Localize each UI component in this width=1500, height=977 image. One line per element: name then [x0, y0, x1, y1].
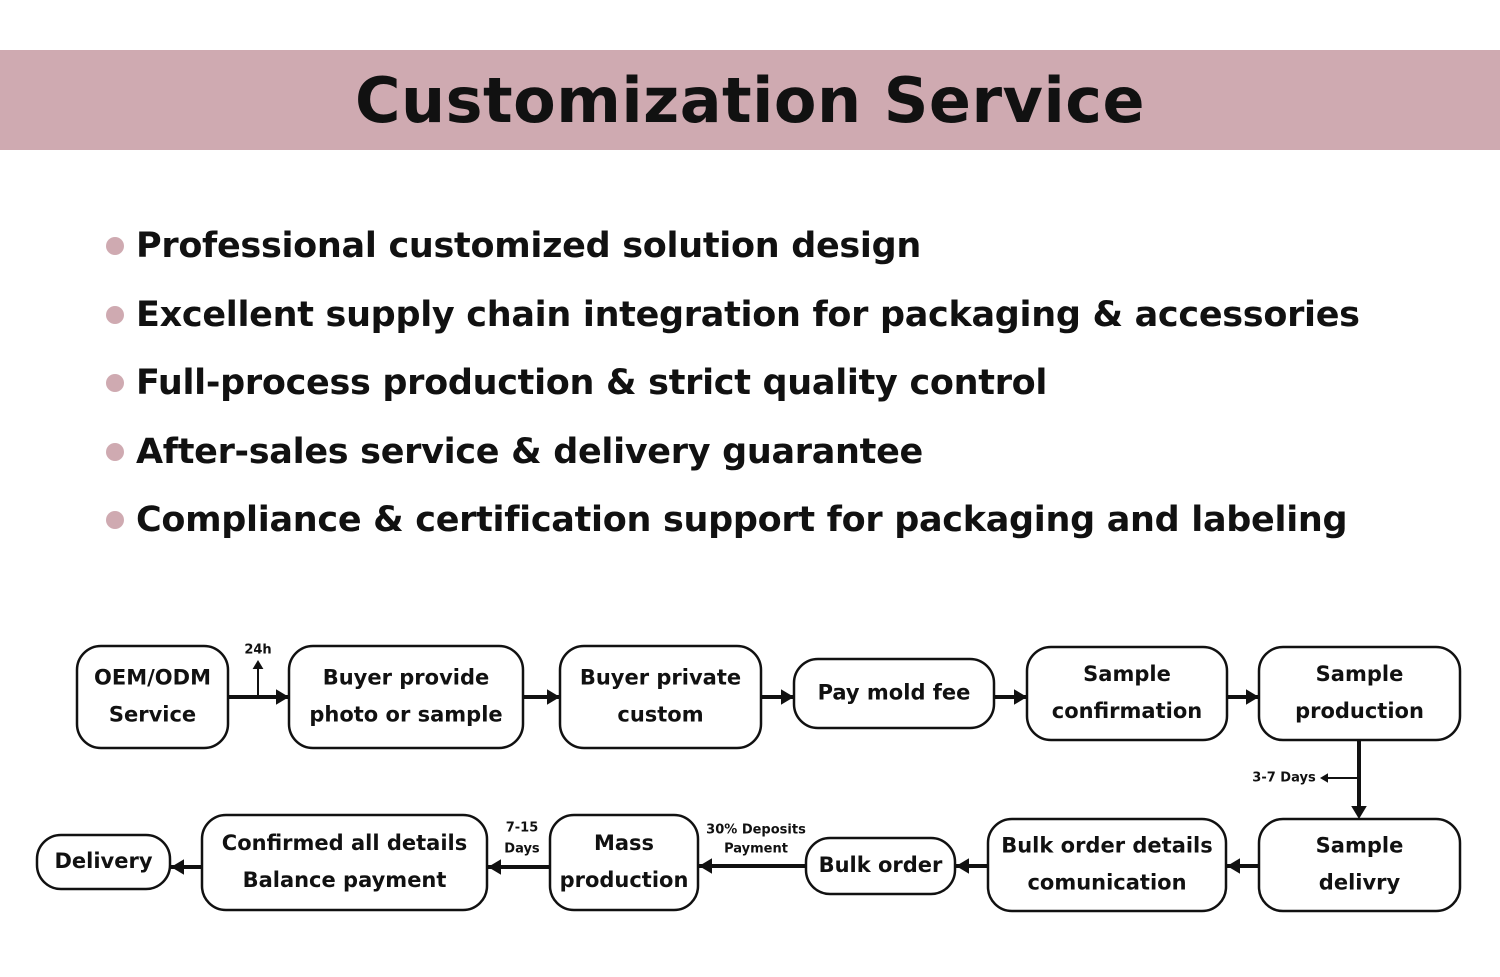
step-bulk-details: Bulk order details comunication: [986, 817, 1228, 913]
step-box: [287, 644, 525, 750]
step-label: Delivery: [54, 849, 152, 873]
arrowhead-icon: [956, 858, 969, 874]
step-label: production: [560, 868, 689, 892]
feature-item: After-sales service & delivery guarantee: [106, 418, 1360, 487]
step-sample-delivry: Sample delivry: [1257, 817, 1462, 913]
step-mass-production: Mass production: [548, 813, 700, 912]
step-label: comunication: [1027, 871, 1186, 895]
step-box: [35, 833, 172, 891]
feature-text: Professional customized solution design: [136, 226, 921, 267]
step-label: Sample: [1316, 834, 1404, 858]
step-label: Confirmed all details: [222, 831, 467, 855]
note-24h: 24h: [244, 643, 271, 658]
bullet-dot-icon: [106, 442, 124, 461]
step-label: custom: [617, 703, 703, 727]
arrowhead-icon: [1246, 689, 1259, 705]
step-box: [792, 657, 996, 730]
step-buyer-provide: Buyer provide photo or sample: [287, 644, 525, 750]
step-buyer-private: Buyer private custom: [558, 644, 763, 750]
note-mass-time: Days: [504, 842, 540, 857]
page-title: Customization Service: [354, 63, 1145, 137]
title-banner: Customization Service: [0, 50, 1500, 150]
arrowhead-icon: [1014, 689, 1027, 705]
bullet-dot-icon: [106, 237, 124, 256]
arrowhead-icon: [1227, 858, 1240, 874]
feature-item: Excellent supply chain integration for p…: [106, 281, 1360, 350]
arrowhead-icon: [781, 689, 794, 705]
feature-list: Professional customized solution design …: [106, 212, 1360, 555]
step-box: [804, 836, 957, 896]
step-box: [548, 813, 700, 912]
step-sample-production: Sample production: [1257, 645, 1462, 742]
step-label: Mass: [594, 831, 654, 855]
feature-item: Full-process production & strict quality…: [106, 349, 1360, 418]
step-label: photo or sample: [309, 703, 502, 727]
step-label: Sample: [1316, 662, 1404, 686]
step-bulk-order: Bulk order: [804, 836, 957, 896]
step-label: production: [1295, 699, 1424, 723]
arrowhead-icon: [699, 858, 712, 874]
arrowhead-icon: [1320, 773, 1328, 783]
step-label: Pay mold fee: [818, 681, 971, 705]
arrowhead-icon: [252, 660, 264, 669]
feature-text: Excellent supply chain integration for p…: [136, 294, 1360, 335]
note-mass-time: 7-15: [506, 821, 539, 836]
note-sample-time: 3-7 Days: [1252, 771, 1316, 786]
step-box: [75, 644, 230, 750]
feature-text: After-sales service & delivery guarantee: [136, 431, 923, 472]
bullet-dot-icon: [106, 374, 124, 393]
step-label: Service: [109, 703, 196, 727]
step-box: [1257, 817, 1462, 913]
step-sample-confirmation: Sample confirmation: [1025, 645, 1229, 742]
feature-text: Full-process production & strict quality…: [136, 363, 1048, 404]
step-box: [1025, 645, 1229, 742]
feature-text: Compliance & certification support for p…: [136, 500, 1348, 541]
arrowhead-icon: [488, 859, 501, 875]
step-label: Bulk order: [819, 853, 943, 877]
feature-item: Compliance & certification support for p…: [106, 486, 1360, 555]
step-label: Buyer provide: [323, 666, 490, 690]
note-deposit: Payment: [724, 842, 788, 857]
step-box: [200, 813, 489, 912]
step-pay-mold: Pay mold fee: [792, 657, 996, 730]
arrowhead-icon: [171, 859, 184, 875]
bullet-dot-icon: [106, 305, 124, 324]
step-box: [1257, 645, 1462, 742]
step-box: [986, 817, 1228, 913]
note-deposit: 30% Deposits: [706, 823, 806, 838]
step-label: delivry: [1319, 871, 1401, 895]
step-oem: OEM/ODM Service: [75, 644, 230, 750]
arrowhead-icon: [1351, 806, 1367, 819]
step-label: Sample: [1083, 662, 1171, 686]
step-label: OEM/ODM: [94, 666, 211, 690]
step-label: Buyer private: [580, 666, 741, 690]
step-label: Balance payment: [243, 868, 447, 892]
arrowhead-icon: [276, 689, 289, 705]
step-delivery: Delivery: [35, 833, 172, 891]
feature-item: Professional customized solution design: [106, 212, 1360, 281]
step-label: confirmation: [1052, 699, 1202, 723]
arrowhead-icon: [547, 689, 560, 705]
bullet-dot-icon: [106, 511, 124, 530]
step-label: Bulk order details: [1001, 834, 1213, 858]
step-box: [558, 644, 763, 750]
